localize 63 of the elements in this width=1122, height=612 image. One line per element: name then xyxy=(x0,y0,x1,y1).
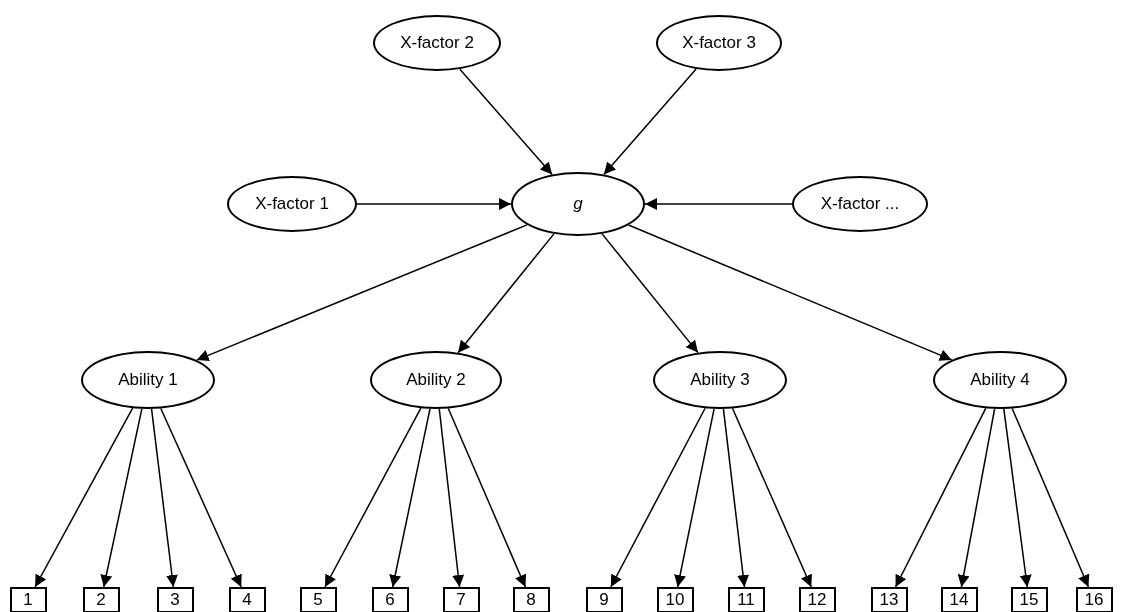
arrow xyxy=(389,408,431,588)
indicator-box xyxy=(870,587,908,612)
arrow xyxy=(195,224,528,362)
node-label: 11 xyxy=(737,590,755,610)
indicator-box xyxy=(798,587,836,612)
node-label: X-factor 1 xyxy=(255,194,329,214)
node-label: 8 xyxy=(526,590,536,610)
node-label: 4 xyxy=(242,590,252,610)
arrow xyxy=(610,407,706,588)
indicator-box xyxy=(299,587,337,612)
indicator-box xyxy=(156,587,194,612)
arrow xyxy=(957,408,996,588)
indicator-box xyxy=(228,587,266,612)
node-label: 14 xyxy=(949,590,969,610)
indicator-box xyxy=(371,587,409,612)
node-label: 1 xyxy=(23,590,33,610)
arrow xyxy=(601,233,699,354)
indicator-box xyxy=(656,587,694,612)
arrow xyxy=(457,233,555,354)
arrow xyxy=(356,198,512,210)
node-label: 2 xyxy=(96,590,106,610)
node-label: 16 xyxy=(1084,590,1104,610)
arrow xyxy=(324,407,422,588)
node-label: X-factor ... xyxy=(820,194,900,214)
indicator-box xyxy=(442,587,480,612)
node-label: Ability 1 xyxy=(118,370,178,390)
arrow xyxy=(150,408,178,588)
node-label: X-factor 2 xyxy=(400,33,474,53)
indicator-box xyxy=(727,587,765,612)
indicator-box xyxy=(82,587,120,612)
indicator-box xyxy=(1075,587,1113,612)
node-label: 6 xyxy=(385,590,395,610)
node-label: Ability 2 xyxy=(406,370,466,390)
arrow xyxy=(1011,407,1090,588)
arrow xyxy=(100,408,143,588)
arrow xyxy=(722,408,749,588)
indicator-box xyxy=(940,587,978,612)
arrow xyxy=(34,407,134,588)
node-label: Ability 4 xyxy=(970,370,1030,390)
arrow xyxy=(627,224,953,361)
arrow xyxy=(1003,408,1032,588)
arrow xyxy=(894,407,987,588)
indicator-box xyxy=(585,587,623,612)
node-label: 15 xyxy=(1019,590,1039,610)
node-label: 13 xyxy=(879,590,899,610)
node-label: 10 xyxy=(665,590,685,610)
node-label: 9 xyxy=(599,590,609,610)
node-label: 3 xyxy=(170,590,180,610)
arrow xyxy=(447,407,527,588)
node-label: 7 xyxy=(456,590,466,610)
node-label: 5 xyxy=(313,590,323,610)
node-label: X-factor 3 xyxy=(682,33,756,53)
indicator-box xyxy=(1010,587,1048,612)
arrow xyxy=(160,407,242,588)
arrow xyxy=(438,408,465,588)
indicator-box xyxy=(512,587,550,612)
node-label: g xyxy=(573,194,583,214)
arrow xyxy=(644,198,793,210)
arrow xyxy=(731,407,812,588)
indicator-box xyxy=(9,587,47,612)
arrow xyxy=(674,408,715,588)
node-label: 12 xyxy=(807,590,827,610)
node-label: Ability 3 xyxy=(690,370,750,390)
